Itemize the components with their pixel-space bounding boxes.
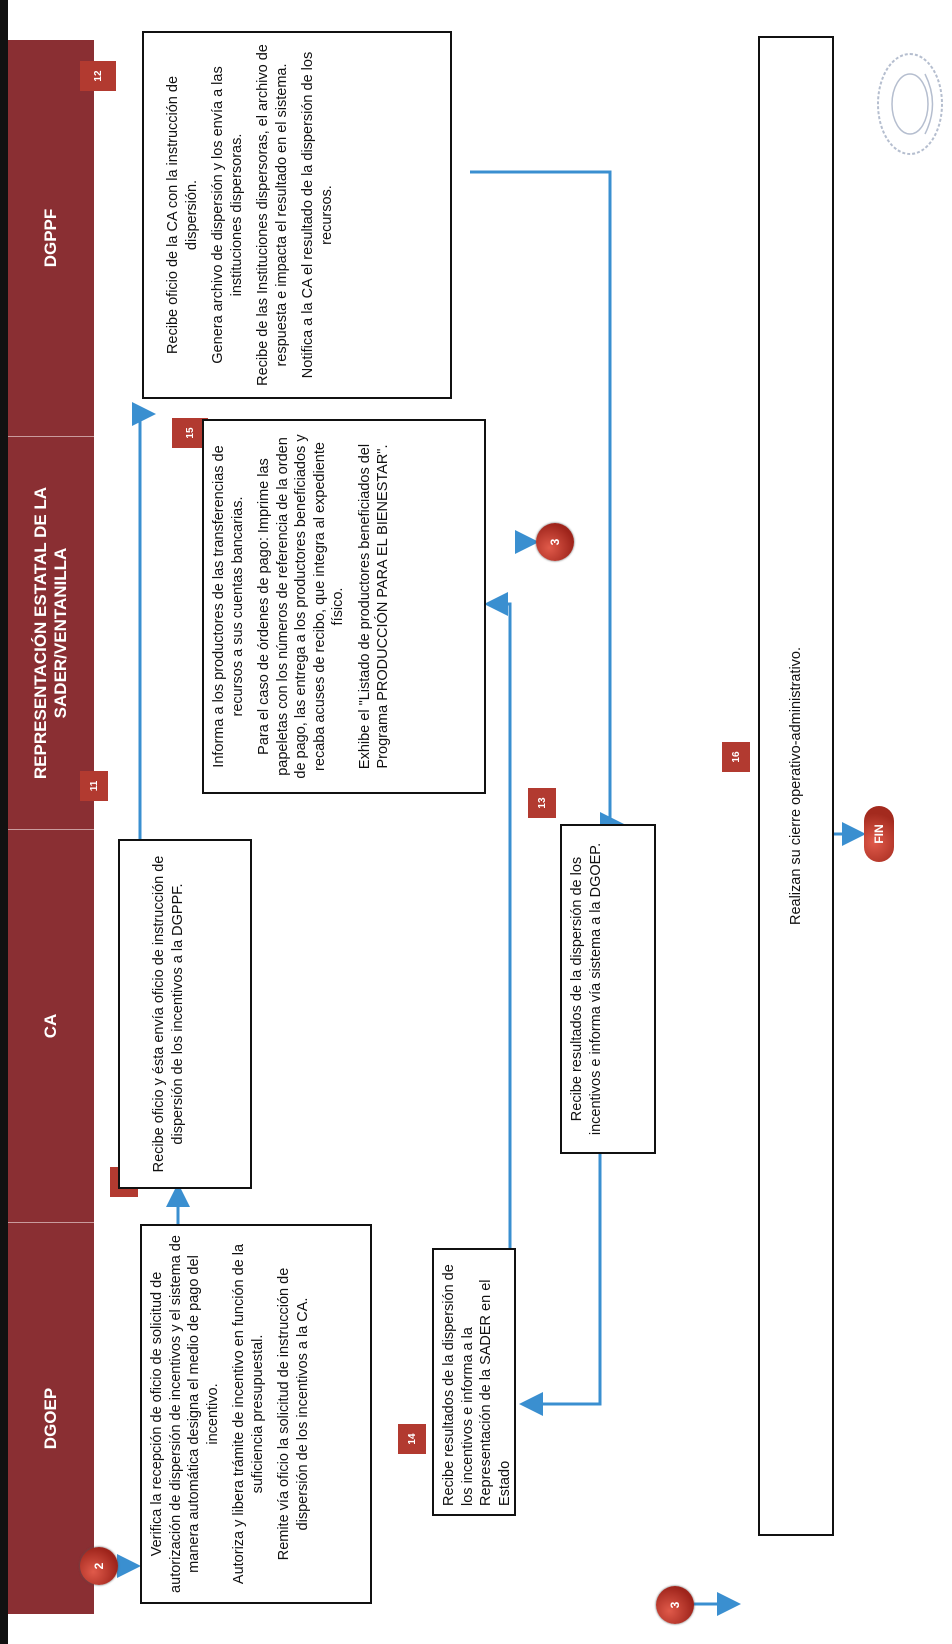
connector-3-out: 3 <box>536 523 574 561</box>
step-box-15: Informa a los productores de las transfe… <box>202 419 486 794</box>
step-box-16: Realizan su cierre operativo-administrat… <box>758 36 834 1536</box>
arrow-s12-to-s13 <box>470 170 624 836</box>
step-12-text-4: Notifica a la CA el resultado de la disp… <box>300 51 335 379</box>
step-number-16: 16 <box>722 742 750 772</box>
connector-2: 2 <box>80 1547 118 1585</box>
connector-3-in: 3 <box>656 1586 694 1624</box>
step-12-text-2: Genera archivo de dispersión y los envía… <box>210 66 245 364</box>
step-12-text-3: Recibe de las Instituciones dispersoras,… <box>255 44 290 386</box>
step-11-text: Recibe oficio y ésta envía oficio de ins… <box>151 855 186 1173</box>
arrow-s11-to-s12 <box>132 402 156 839</box>
step-10-text-2: Autoriza y libera trámite de incentivo e… <box>231 1243 266 1585</box>
step-16-text: Realizan su cierre operativo-administrat… <box>787 646 804 926</box>
step-number-14: 14 <box>398 1424 426 1454</box>
arrow-s14-to-s15 <box>484 592 512 1249</box>
step-number-13: 13 <box>528 788 556 818</box>
step-10-text-3: Remite vía oficio la solicitud de instru… <box>276 1267 311 1561</box>
step-13-text: Recibe resultados de la dispersión de lo… <box>569 842 604 1136</box>
step-15-text-1: Informa a los productores de las transfe… <box>211 445 246 768</box>
step-box-14: Recibe resultados de la dispersión de lo… <box>432 1248 516 1516</box>
arrow-s13-to-s14 <box>519 1154 602 1416</box>
step-number-12: 12 <box>80 61 116 91</box>
step-box-13: Recibe resultados de la dispersión de lo… <box>560 824 656 1154</box>
step-15-text-2: Para el caso de órdenes de pago: Imprime… <box>256 434 347 779</box>
step-12-text-1: Recibe oficio de la CA con la instrucció… <box>165 75 200 355</box>
step-box-12: Recibe oficio de la CA con la instrucció… <box>142 31 452 399</box>
step-15-text-3: Exhibe el "Listado de productores benefi… <box>356 443 392 770</box>
arrow-s16-to-fin <box>828 779 866 846</box>
step-number-11: 11 <box>80 771 108 801</box>
step-14-text: Recibe resultados de la dispersión de lo… <box>441 1264 513 1506</box>
step-box-10: Verifica la recepción de oficio de solic… <box>140 1224 372 1604</box>
seal-stamp <box>877 53 943 155</box>
end-terminator-fin: FIN <box>864 806 894 862</box>
step-box-11: Recibe oficio y ésta envía oficio de ins… <box>118 839 252 1189</box>
step-10-text-1: Verifica la recepción de oficio de solic… <box>149 1235 221 1593</box>
